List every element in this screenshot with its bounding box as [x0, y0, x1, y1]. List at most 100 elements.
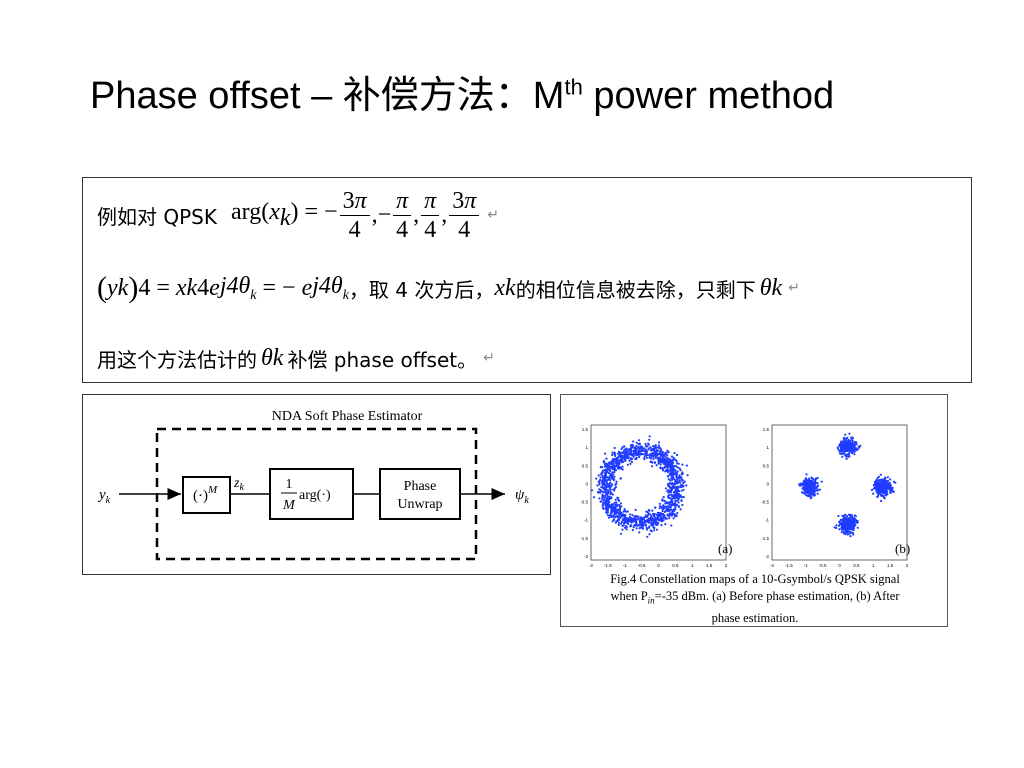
constellation-point	[670, 459, 673, 462]
constellation-point	[845, 455, 848, 458]
constellation-point	[880, 479, 883, 482]
constellation-point	[624, 451, 627, 454]
constellation-point	[645, 456, 649, 459]
constellation-point	[650, 521, 653, 524]
constellation-point	[606, 491, 609, 494]
constellation-point	[619, 513, 622, 516]
constellation-point	[638, 524, 641, 527]
constellation-point	[646, 535, 649, 538]
constellation-point	[613, 446, 616, 450]
y-tick-label: -2	[765, 554, 769, 559]
constellation-point	[798, 484, 801, 487]
constellation-point	[838, 444, 841, 447]
constellation-point	[603, 498, 606, 501]
constellation-point	[668, 501, 671, 504]
constellation-point	[648, 533, 651, 536]
y-tick-label: -0.5	[580, 500, 588, 505]
constellation-point	[604, 473, 607, 477]
constellation-point	[666, 459, 669, 462]
constellation-point	[633, 452, 636, 455]
x-tick-label: 2	[725, 563, 728, 568]
arg-block-denominator: M	[282, 498, 296, 513]
constellation-point	[629, 458, 632, 461]
constellation-point	[841, 452, 844, 455]
constellation-point	[631, 514, 634, 517]
constellation-point	[810, 496, 813, 499]
constellation-point	[674, 490, 677, 493]
constellation-point	[667, 505, 670, 508]
constellation-point	[657, 462, 660, 465]
constellation-point	[604, 496, 607, 499]
y-tick-label: -1	[584, 518, 588, 523]
constellation-point	[654, 518, 657, 521]
constellation-point	[845, 441, 848, 444]
constellation-point	[635, 452, 638, 455]
constellation-point	[668, 463, 671, 466]
constellation-point	[614, 483, 617, 486]
constellation-point	[667, 491, 670, 494]
constellation-point	[664, 523, 667, 526]
constellation-point	[814, 481, 818, 484]
constellation-point	[644, 523, 648, 526]
plot-frame	[590, 424, 727, 561]
x-tick-label: 0.5	[672, 563, 679, 568]
constellation-point	[669, 506, 672, 509]
constellation-point	[806, 494, 809, 497]
constellation-point	[844, 450, 847, 453]
constellation-point	[605, 470, 609, 473]
constellation-point	[649, 529, 652, 532]
constellation-point	[679, 508, 682, 511]
constellation-point	[663, 499, 666, 503]
constellation-point	[842, 526, 845, 529]
constellation-point	[614, 513, 617, 516]
constellation-point	[627, 456, 630, 459]
arg-expression: arg(xk) = −	[230, 198, 338, 231]
constellation-point	[674, 472, 677, 475]
constellation-point	[850, 436, 853, 439]
constellation-point	[840, 442, 843, 445]
constellation-point	[608, 504, 611, 507]
constellation-point	[652, 512, 655, 515]
constellation-point	[619, 467, 622, 470]
constellation-point	[628, 459, 631, 462]
constellation-point	[638, 455, 641, 459]
constellation-point	[835, 526, 838, 530]
constellation-point	[810, 481, 813, 485]
constellation-point	[848, 432, 851, 435]
constellation-point	[660, 461, 663, 464]
output-label: ψk	[515, 487, 529, 506]
constellation-point	[633, 449, 636, 453]
constellation-point	[856, 448, 859, 451]
constellation-point	[662, 514, 665, 517]
constellation-point	[659, 463, 662, 466]
constellation-point	[629, 444, 632, 447]
constellation-point	[602, 502, 605, 505]
constellation-point	[671, 481, 674, 485]
constellation-point	[610, 484, 613, 487]
constellation-point	[613, 469, 616, 472]
constellation-point	[844, 533, 847, 536]
constellation-point	[648, 447, 651, 450]
constellation-point	[612, 459, 615, 462]
constellation-point	[599, 488, 602, 492]
constellation-point	[657, 460, 660, 463]
constellation-point	[675, 494, 678, 498]
constellation-point	[613, 475, 616, 478]
constellation-point	[612, 518, 615, 521]
constellation-point	[632, 526, 635, 529]
constellation-point	[608, 486, 611, 489]
x-tick-label: -0.5	[819, 563, 827, 568]
constellation-point	[841, 514, 844, 517]
constellation-point	[617, 509, 621, 512]
x-tick-label: 0	[838, 563, 841, 568]
constellation-point	[879, 483, 882, 486]
constellation-point	[672, 513, 675, 516]
constellation-point	[607, 497, 610, 500]
constellation-point	[672, 473, 675, 476]
constellation-point	[609, 474, 612, 478]
constellation-point	[665, 507, 668, 510]
